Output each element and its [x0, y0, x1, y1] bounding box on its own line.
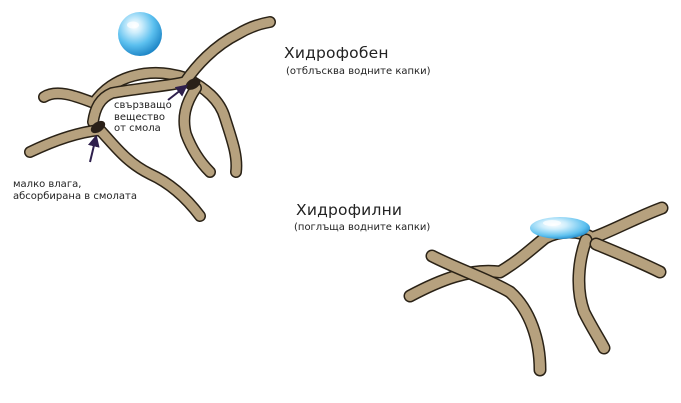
moisture-label-line1: малко влага,	[13, 179, 137, 191]
hydrophilic-subtitle: (поглъща водните капки)	[294, 222, 430, 233]
hydrophilic-fiber-group	[410, 208, 662, 370]
water-drop-flat	[530, 217, 590, 239]
water-drop-round	[118, 12, 162, 56]
hydrophobic-subtitle: (отблъсква водните капки)	[286, 66, 430, 77]
moisture-label: малко влага, абсорбирана в смолата	[13, 179, 137, 202]
hydrophobic-title: Хидрофобен	[284, 44, 389, 62]
water-drop-flat-highlight	[543, 220, 561, 226]
hydrophilic-title: Хидрофилни	[296, 201, 402, 219]
binder-label-line3: от смола	[114, 123, 172, 135]
hydrophilic-fiber-branch	[579, 240, 604, 348]
hydrophilic-fiber-right	[596, 244, 660, 272]
binder-arrow-lower	[90, 137, 96, 162]
moisture-label-line2: абсорбирана в смолата	[13, 191, 137, 203]
binder-label: свързващо вещество от смола	[114, 100, 172, 135]
binder-label-line2: вещество	[114, 112, 172, 124]
binder-label-line1: свързващо	[114, 100, 172, 112]
hydrophobic-fiber-lower	[30, 130, 200, 216]
water-drop-highlight	[127, 22, 139, 29]
